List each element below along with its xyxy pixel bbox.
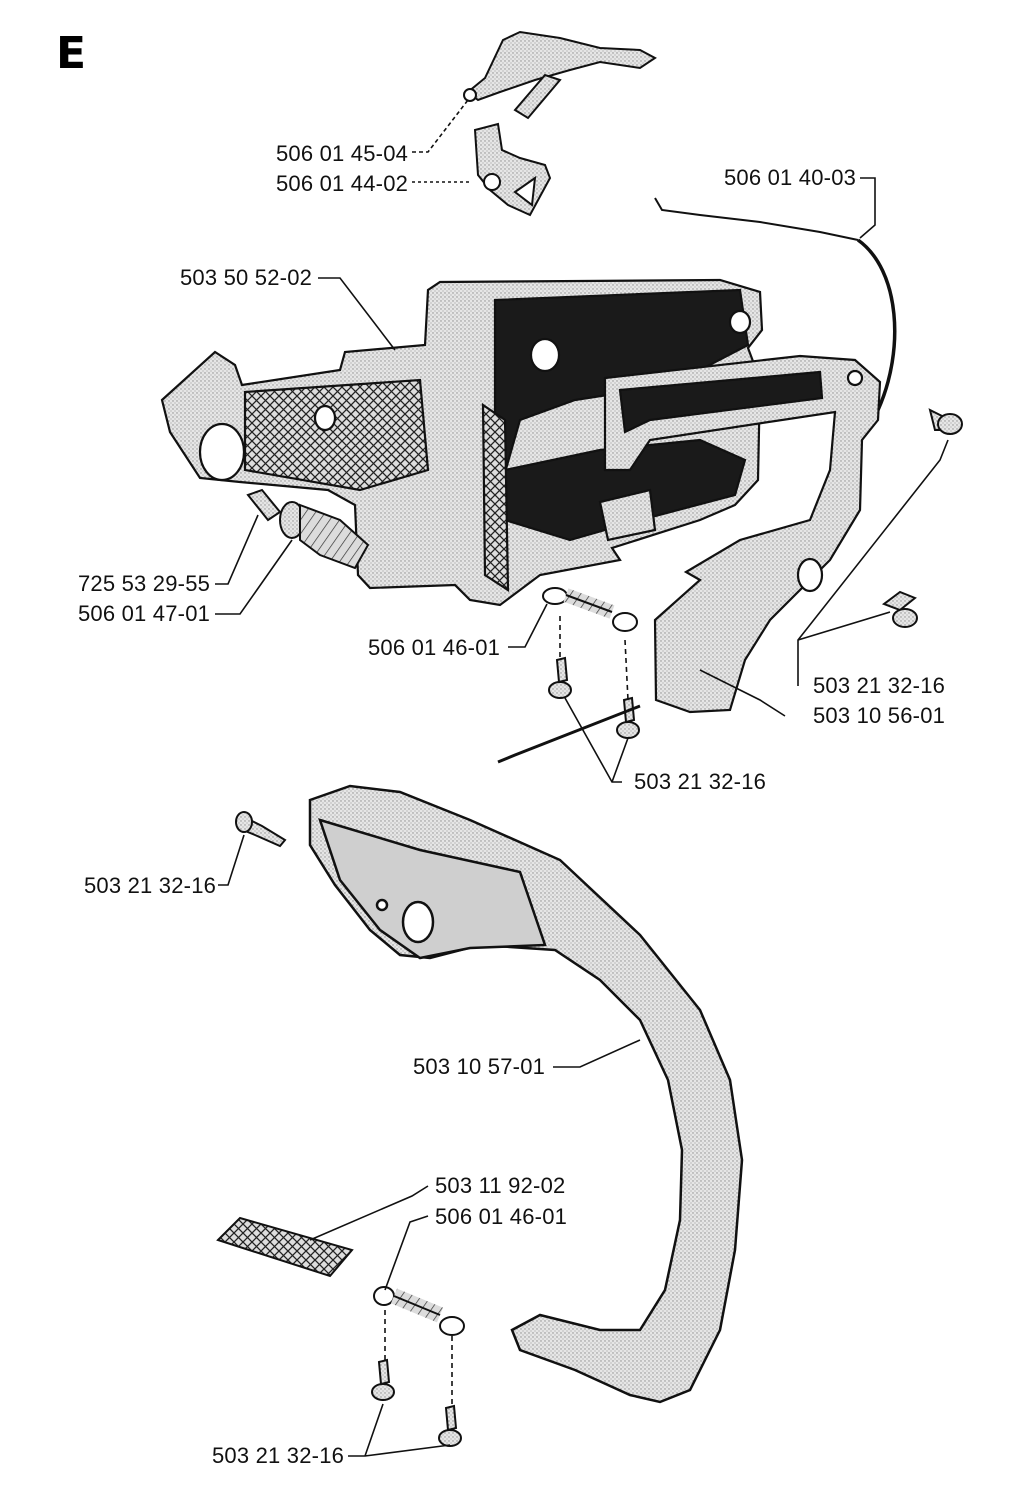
decal-plate-part (216, 1216, 354, 1278)
handle-cover-part (603, 354, 882, 714)
callout-label: 506 01 46-01 (435, 1204, 568, 1229)
screw-set-bottom (235, 811, 462, 1447)
rear-handle-housing-part (160, 278, 764, 607)
callout-label: 503 21 32-16 (634, 769, 767, 794)
callout-label: 506 01 40-03 (724, 165, 857, 190)
section-letter: E (56, 28, 87, 79)
spring-mid-part (542, 587, 638, 632)
trigger-lever-part (463, 30, 657, 120)
callout-label: 503 11 92-02 (435, 1173, 566, 1198)
throttle-wire-part (654, 197, 897, 411)
leader-lines (215, 99, 949, 1457)
callout-label: 503 50 52-02 (180, 265, 313, 290)
callout-label: 506 01 44-02 (276, 171, 409, 196)
link-rod (497, 704, 641, 764)
callout-label: 503 10 57-01 (413, 1054, 546, 1079)
trigger-link-part (473, 122, 552, 217)
callout-label: 503 21 32-16 (84, 873, 217, 898)
callout-label: 503 21 32-16 (813, 673, 946, 698)
callout-label: 503 10 56-01 (813, 703, 946, 728)
damper-rear-part (246, 488, 370, 570)
screw-set-mid (548, 408, 963, 739)
spring-front-part (373, 1286, 465, 1336)
callout-label: 506 01 45-04 (276, 141, 409, 166)
callout-label: 506 01 46-01 (368, 635, 501, 660)
front-handle-part (308, 784, 744, 1404)
callout-label: 503 21 32-16 (212, 1443, 345, 1468)
callout-label: 725 53 29-55 (78, 571, 211, 596)
callout-label: 506 01 47-01 (78, 601, 211, 626)
